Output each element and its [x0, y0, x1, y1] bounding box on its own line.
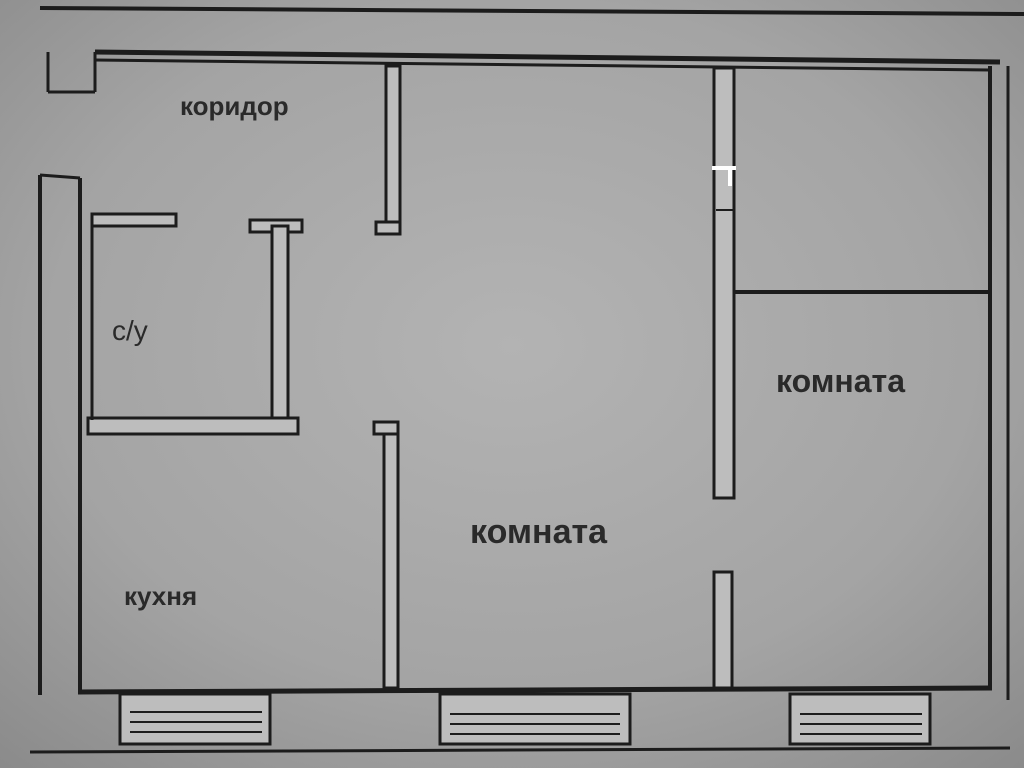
bottom-border-line [29, 746, 1011, 754]
kitchen-label: кухня [124, 581, 197, 611]
interior-walls [86, 64, 990, 690]
living-room-label: комната [470, 513, 608, 551]
bedroom-label: комната [776, 363, 905, 399]
windows [118, 692, 932, 746]
bathroom-label: с/у [112, 315, 148, 346]
top-border-line [39, 6, 1024, 16]
door-mark [712, 166, 736, 211]
outer-walls [38, 49, 1010, 700]
corridor-label: коридор [180, 91, 289, 121]
